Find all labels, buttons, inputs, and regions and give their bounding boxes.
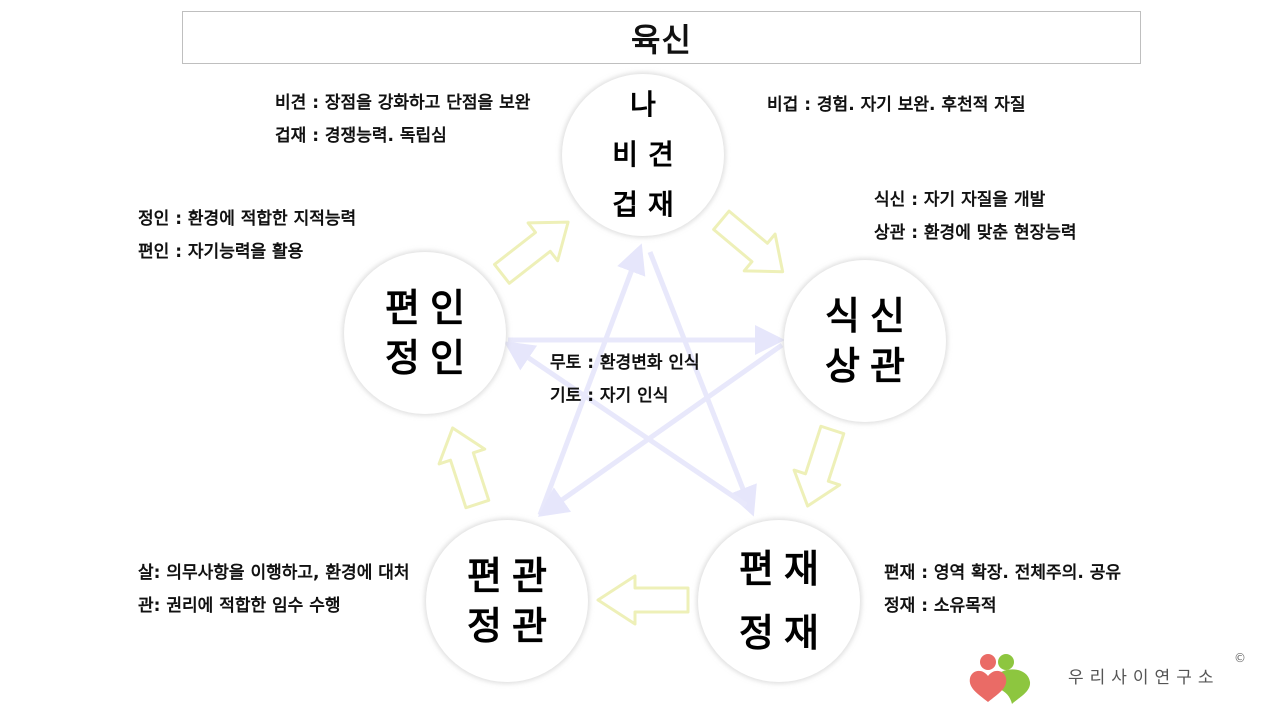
circle-label: 정재 (739, 610, 829, 655)
desc-line: 살: 의무사항을 이행하고, 환경에 대처 (138, 563, 410, 583)
generating-arrow-bl-to-left (437, 426, 491, 510)
desc-line: 상관 : 환경에 맞춘 현장능력 (874, 223, 1077, 243)
circle-label: 편인 (385, 285, 475, 330)
circle-pyeonin-jeongin: 편인 정인 (344, 252, 506, 414)
desc-top-right: 비겁 : 경험. 자기 보완. 후천적 자질 (767, 89, 1026, 122)
generating-arrow-left-to-top (493, 220, 570, 285)
copyright-icon: © (1234, 651, 1246, 665)
controlling-star (503, 243, 785, 517)
circle-label: 나 (630, 88, 666, 121)
circle-pyeongwan-jeonggwan: 편관 정관 (426, 520, 588, 682)
desc-line: 겁재 : 경쟁능력. 독립심 (275, 126, 447, 146)
circle-label: 식신 (825, 293, 915, 338)
circle-label: 편관 (467, 553, 557, 598)
star-arrow-top-to-br (647, 251, 757, 517)
desc-center: 무토 : 환경변화 인식 기토 : 자기 인식 (550, 347, 700, 413)
desc-bottom-right: 편재 : 영역 확장. 전체주의. 공유 정재 : 소유목적 (884, 557, 1121, 623)
circle-label: 상관 (825, 343, 915, 388)
desc-line: 비겁 : 경험. 자기 보완. 후천적 자질 (767, 95, 1026, 115)
desc-right: 식신 : 자기 자질을 개발 상관 : 환경에 맞춘 현장능력 (874, 184, 1077, 250)
desc-left: 정인 : 환경에 적합한 지적능력 편인 : 자기능력을 활용 (138, 203, 356, 269)
logo-hearts-icon (969, 654, 1031, 704)
desc-line: 편재 : 영역 확장. 전체주의. 공유 (884, 563, 1121, 583)
circle-siksin-sanggwan: 식신 상관 (784, 260, 946, 422)
generating-arrow-br-to-bl (596, 574, 690, 626)
desc-line: 비견 : 장점을 강화하고 단점을 보완 (275, 93, 531, 113)
star-arrow-right-to-bl (537, 342, 784, 517)
desc-line: 편인 : 자기능력을 활용 (138, 242, 304, 262)
desc-bottom-left: 살: 의무사항을 이행하고, 환경에 대처 관: 권리에 적합한 임수 수행 (138, 557, 410, 623)
generating-arrow-top-to-right (712, 209, 785, 274)
circle-pyeonjae-jeongjae: 편재 정재 (698, 520, 860, 682)
star-arrow-bl-to-top (537, 243, 646, 516)
circle-self-bigyeon-geobjae: 나 비견 겁재 (562, 74, 724, 236)
star-arrow-br-to-left (503, 341, 748, 508)
desc-line: 정재 : 소유목적 (884, 596, 997, 616)
logo-text: 우리사이연구소 (1068, 668, 1220, 688)
desc-line: 정인 : 환경에 적합한 지적능력 (138, 209, 357, 229)
circle-label: 정인 (385, 335, 475, 380)
circle-label: 편재 (739, 546, 829, 591)
generating-arrow-right-to-br (792, 424, 846, 508)
title-box: 육신 (182, 11, 1141, 64)
desc-line: 관: 권리에 적합한 임수 수행 (138, 596, 341, 616)
circle-label: 겁재 (612, 188, 684, 221)
desc-line: 식신 : 자기 자질을 개발 (874, 190, 1046, 210)
circle-label: 정관 (467, 603, 557, 648)
desc-line: 무토 : 환경변화 인식 (550, 353, 700, 373)
desc-line: 기토 : 자기 인식 (550, 386, 669, 406)
page-title: 육신 (631, 20, 692, 59)
desc-top-left: 비견 : 장점을 강화하고 단점을 보완 겁재 : 경쟁능력. 독립심 (275, 87, 530, 153)
circle-label: 비견 (612, 138, 684, 171)
